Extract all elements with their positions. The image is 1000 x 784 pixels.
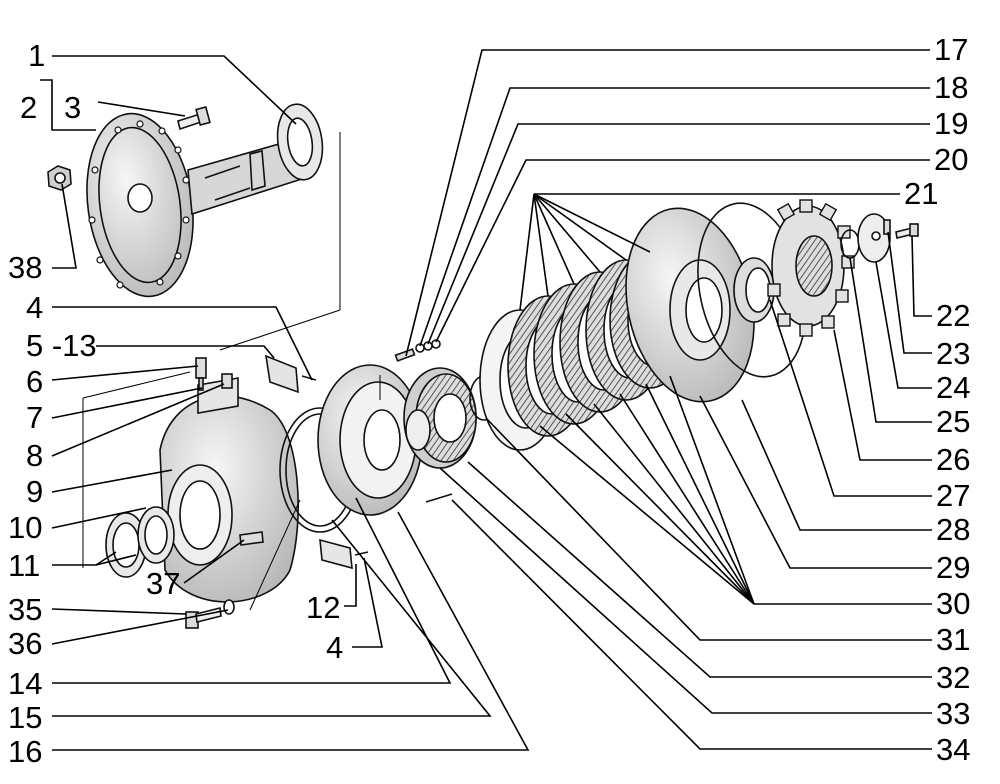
callout-14: 14 — [8, 666, 42, 701]
callout-29: 29 — [936, 550, 970, 585]
carrier-plate — [625, 207, 755, 403]
callout-3: 3 — [64, 90, 81, 125]
assembly-axis — [82, 132, 381, 611]
callout-2: 2 — [20, 90, 37, 125]
callout-26: 26 — [936, 442, 970, 477]
callout-10: 10 — [8, 510, 42, 545]
callout-23: 23 — [936, 336, 970, 371]
callout-34: 34 — [936, 732, 970, 767]
callout-27: 27 — [936, 478, 970, 513]
callout-17: 17 — [934, 32, 968, 67]
callout-25: 25 — [936, 404, 970, 439]
guide-pin — [425, 493, 453, 503]
callout-22: 22 — [936, 298, 970, 333]
callout-19: 19 — [934, 106, 968, 141]
callout-labels: 1 2 3 38 4 5 -13 6 7 8 9 10 11 37 35 36 … — [8, 32, 970, 769]
flange-bolt — [177, 105, 211, 131]
callout-31: 31 — [936, 622, 970, 657]
callout-18: 18 — [934, 70, 968, 105]
shaft-seal-ring — [276, 103, 324, 181]
springs — [394, 339, 441, 362]
callout-37: 37 — [146, 566, 180, 601]
callout-16: 16 — [8, 734, 42, 769]
callout-7: 7 — [26, 400, 43, 435]
callout-20: 20 — [934, 142, 968, 177]
callout-4a: 4 — [26, 290, 43, 325]
callout-12: 12 — [306, 590, 340, 625]
callout-8: 8 — [26, 438, 43, 473]
splined-hub — [403, 367, 477, 469]
callout-38: 38 — [8, 250, 42, 285]
callout-30: 30 — [936, 586, 970, 621]
brake-housing — [159, 377, 299, 603]
callout-15: 15 — [8, 700, 42, 735]
callout-36: 36 — [8, 626, 42, 661]
callout-35: 35 — [8, 592, 42, 627]
callout-21: 21 — [904, 176, 938, 211]
callout-5-13: 5 -13 — [26, 328, 97, 363]
callout-28: 28 — [936, 512, 970, 547]
retainer-hardware — [840, 213, 919, 263]
callout-6: 6 — [26, 364, 43, 399]
cover-plate — [319, 538, 369, 570]
flange-nut — [47, 165, 72, 191]
housing-bolt-washer — [185, 599, 235, 629]
leader-lines — [40, 49, 932, 751]
housing-fittings — [195, 354, 317, 394]
drive-sprocket — [767, 199, 855, 337]
callout-9: 9 — [26, 474, 43, 509]
callout-32: 32 — [936, 660, 970, 695]
callout-11: 11 — [8, 548, 40, 583]
output-shaft-flange — [86, 112, 306, 298]
callout-1: 1 — [28, 38, 45, 73]
callout-33: 33 — [936, 696, 970, 731]
piston — [317, 364, 423, 516]
callout-4b: 4 — [326, 630, 343, 665]
callout-24: 24 — [936, 370, 970, 405]
